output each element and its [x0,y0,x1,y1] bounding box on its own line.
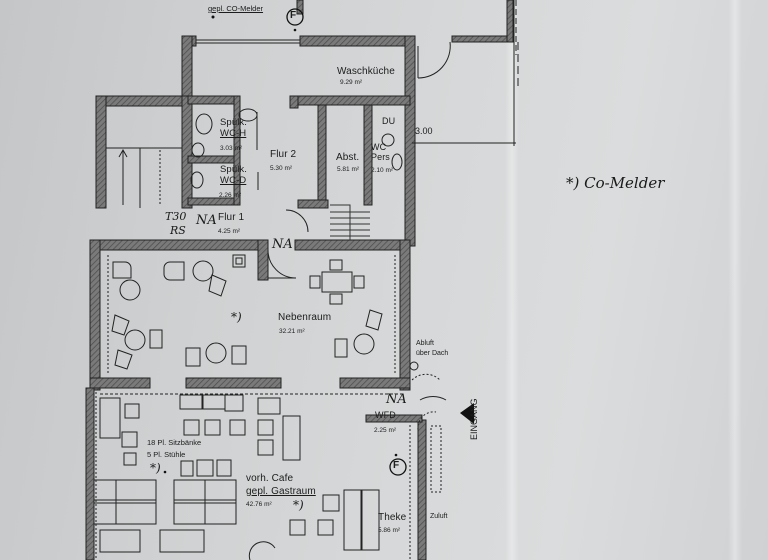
paper-fold [505,0,519,560]
paper-fold [728,0,742,560]
room-area-waschkueche: 9.29 m² [340,79,363,86]
room-label-theke: Theke [378,512,407,523]
na-mark-1: NA [196,213,217,228]
room-area-cafe: 42.76 m² [246,501,272,508]
fire-extinguisher-icon: F [290,10,297,21]
entrance-arrow-icon [460,403,474,424]
co-detector-note: gepl. CO-Melder [208,4,264,13]
door-rating-t30: T30 [165,210,187,223]
room-label-waschkueche: Waschküche [337,66,395,77]
entrance-label: EINGANG [469,398,479,440]
zuluft-label: Zuluft [430,513,448,520]
na-mark-2: NA [272,237,293,252]
room-area-abst: 5.81 m² [337,166,360,173]
room-label-wc-h-line2: WC-H [220,128,247,139]
room-label-flur2: Flur 2 [270,149,297,160]
room-area-flur1: 4.25 m² [218,228,241,235]
co-detector-mark-cafe-2: *) [293,498,304,512]
room-label-wc-pers-line2: Pers [371,152,390,162]
room-area-nebenraum: 32.21 m² [279,328,305,335]
room-label-du: DU [382,116,396,126]
room-area-flur2: 5.30 m² [270,165,293,172]
co-detector-mark-nebenraum: *) [231,310,242,324]
room-area-theke: 5.86 m² [378,527,401,534]
room-area-wc-d: 2.26 m² [219,192,242,199]
room-label-cafe-line2: gepl. Gastraum [246,486,316,497]
seating-note-line1: 18 Pl. Sitzbänke [147,438,202,447]
room-label-wc-d-line1: Spülk. [220,164,248,175]
co-detector-mark-cafe-1: *) [150,461,161,475]
room-label-wc-d-line2: WC-D [220,175,247,186]
room-label-abst: Abst. [336,152,360,163]
na-mark-3: NA [386,392,407,407]
room-label-wc-pers-line1: WC [371,142,387,152]
door-rating-rs: RS [170,224,186,237]
dimension-label: 3.00 [415,126,433,136]
abluft-label-line2: über Dach [416,350,449,357]
room-label-nebenraum: Nebenraum [278,312,332,323]
fire-extinguisher-icon-cafe: F [393,460,400,471]
room-area-wc-h: 3.03 m² [220,145,243,152]
abluft-label-line1: Abluft [416,340,434,347]
room-label-cafe-line1: vorh. Cafe [246,473,294,484]
legend-co-detector: *) Co-Melder [566,174,665,192]
room-area-wc-pers: 2.10 m² [371,167,394,174]
room-label-wfd: WFD [375,410,396,420]
seating-note-line2: 5 Pl. Stühle [147,450,186,459]
room-label-flur1: Flur 1 [218,212,245,223]
room-area-wfd: 2.25 m² [374,427,397,434]
room-label-wc-h-line1: Spülk. [220,117,248,128]
